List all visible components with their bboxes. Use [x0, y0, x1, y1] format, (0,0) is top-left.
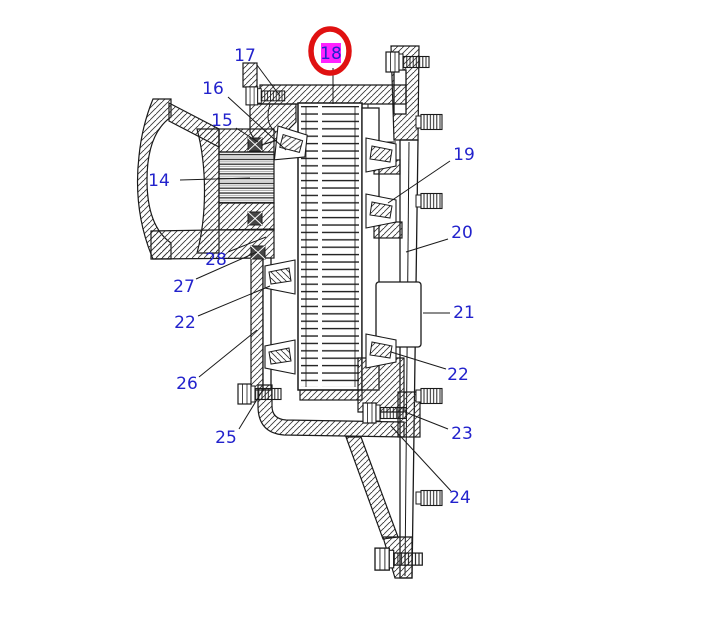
pulley-belt-grooves [218, 151, 275, 204]
gear-lower-support [299, 389, 363, 401]
bearing-left-b [264, 339, 296, 375]
leader-line-17 [256, 64, 281, 97]
plate-inner-line [404, 141, 410, 577]
leader-line-22 [390, 351, 447, 370]
callout-21[interactable]: 21 [453, 303, 475, 323]
leader-line-22 [197, 285, 271, 317]
bearing-right-b [365, 193, 397, 229]
leader-line-24 [390, 425, 452, 492]
selected-part-highlight [321, 43, 341, 63]
bracket-diagonal [345, 436, 399, 540]
callout-26[interactable]: 26 [176, 374, 198, 394]
leader-line-26 [198, 329, 258, 378]
bearing-right-a [365, 137, 397, 173]
leader-line-25 [238, 387, 265, 430]
callout-24[interactable]: 24 [449, 488, 471, 508]
bearing-left-a [264, 259, 296, 295]
leader-line-19 [387, 160, 451, 204]
drum-bottom-cap [218, 202, 275, 231]
stud-3 [415, 387, 443, 405]
stud-4 [415, 489, 443, 507]
stud-2 [415, 192, 443, 210]
leader-line-28 [227, 236, 267, 253]
callout-28[interactable]: 28 [205, 250, 227, 270]
gear-tooth-roots [305, 106, 356, 387]
leader-line-16 [227, 96, 287, 151]
callout-23[interactable]: 23 [451, 424, 473, 444]
cover-left-tab [242, 62, 258, 88]
output-hub [375, 281, 422, 348]
drum-top-cap [218, 128, 275, 153]
bearing-right-c [365, 333, 397, 369]
seal-carrier [250, 245, 266, 260]
gear-teeth [301, 106, 359, 387]
seal-lower [247, 211, 263, 226]
pulley-bottom-band [150, 228, 275, 260]
callout-22[interactable]: 22 [174, 313, 196, 333]
leader-line-15 [235, 127, 259, 143]
callout-22[interactable]: 22 [447, 365, 469, 385]
callout-16[interactable]: 16 [202, 79, 224, 99]
callout-14[interactable]: 14 [148, 171, 170, 191]
callout-18-selected[interactable]: 18 [320, 44, 342, 64]
callout-15[interactable]: 15 [211, 111, 233, 131]
bearing-carrier [250, 257, 264, 391]
gear-group [297, 102, 363, 401]
leader-line-14 [179, 177, 251, 181]
callout-layer: 14 15 16 17 18 19 20 21 22 23 24 25 26 22 27 28 [148, 26, 475, 508]
leader-line-27 [195, 251, 258, 280]
stud-1 [415, 113, 443, 131]
bracket-upper-band [257, 384, 405, 438]
selected-part-circle [308, 26, 352, 76]
callout-25[interactable]: 25 [215, 428, 237, 448]
callout-20[interactable]: 20 [451, 223, 473, 243]
callout-27[interactable]: 27 [173, 277, 195, 297]
leader-line-23 [404, 411, 449, 430]
callout-19[interactable]: 19 [453, 145, 475, 165]
callout-17[interactable]: 17 [234, 46, 256, 66]
leader-line-20 [405, 238, 449, 253]
